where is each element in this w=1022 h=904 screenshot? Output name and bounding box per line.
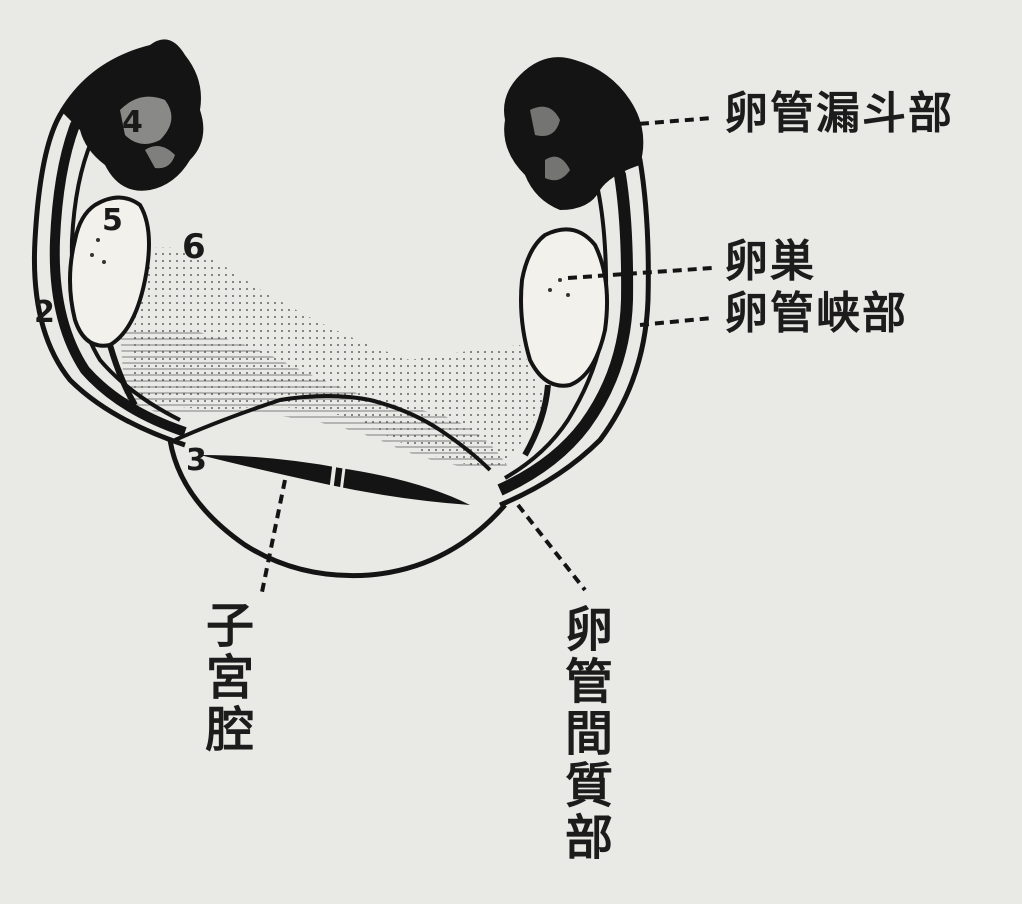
label-isthmus: 卵管峡部 [724,290,908,338]
leader-uterine-cavity [262,480,285,592]
number-3: 3 [186,443,207,478]
label-ovary: 卵巣 [724,238,816,286]
leader-isthmus [640,318,712,325]
label-uterine-cavity: 子宮腔 [196,600,254,756]
leader-interstitial [518,505,585,590]
label-infundibulum: 卵管漏斗部 [724,90,954,138]
right-ovary [521,229,607,385]
number-2: 2 [34,295,55,330]
number-5: 5 [102,203,123,238]
number-6: 6 [182,227,206,267]
number-4: 4 [122,105,143,140]
label-interstitial: 卵管間質部 [555,604,613,864]
